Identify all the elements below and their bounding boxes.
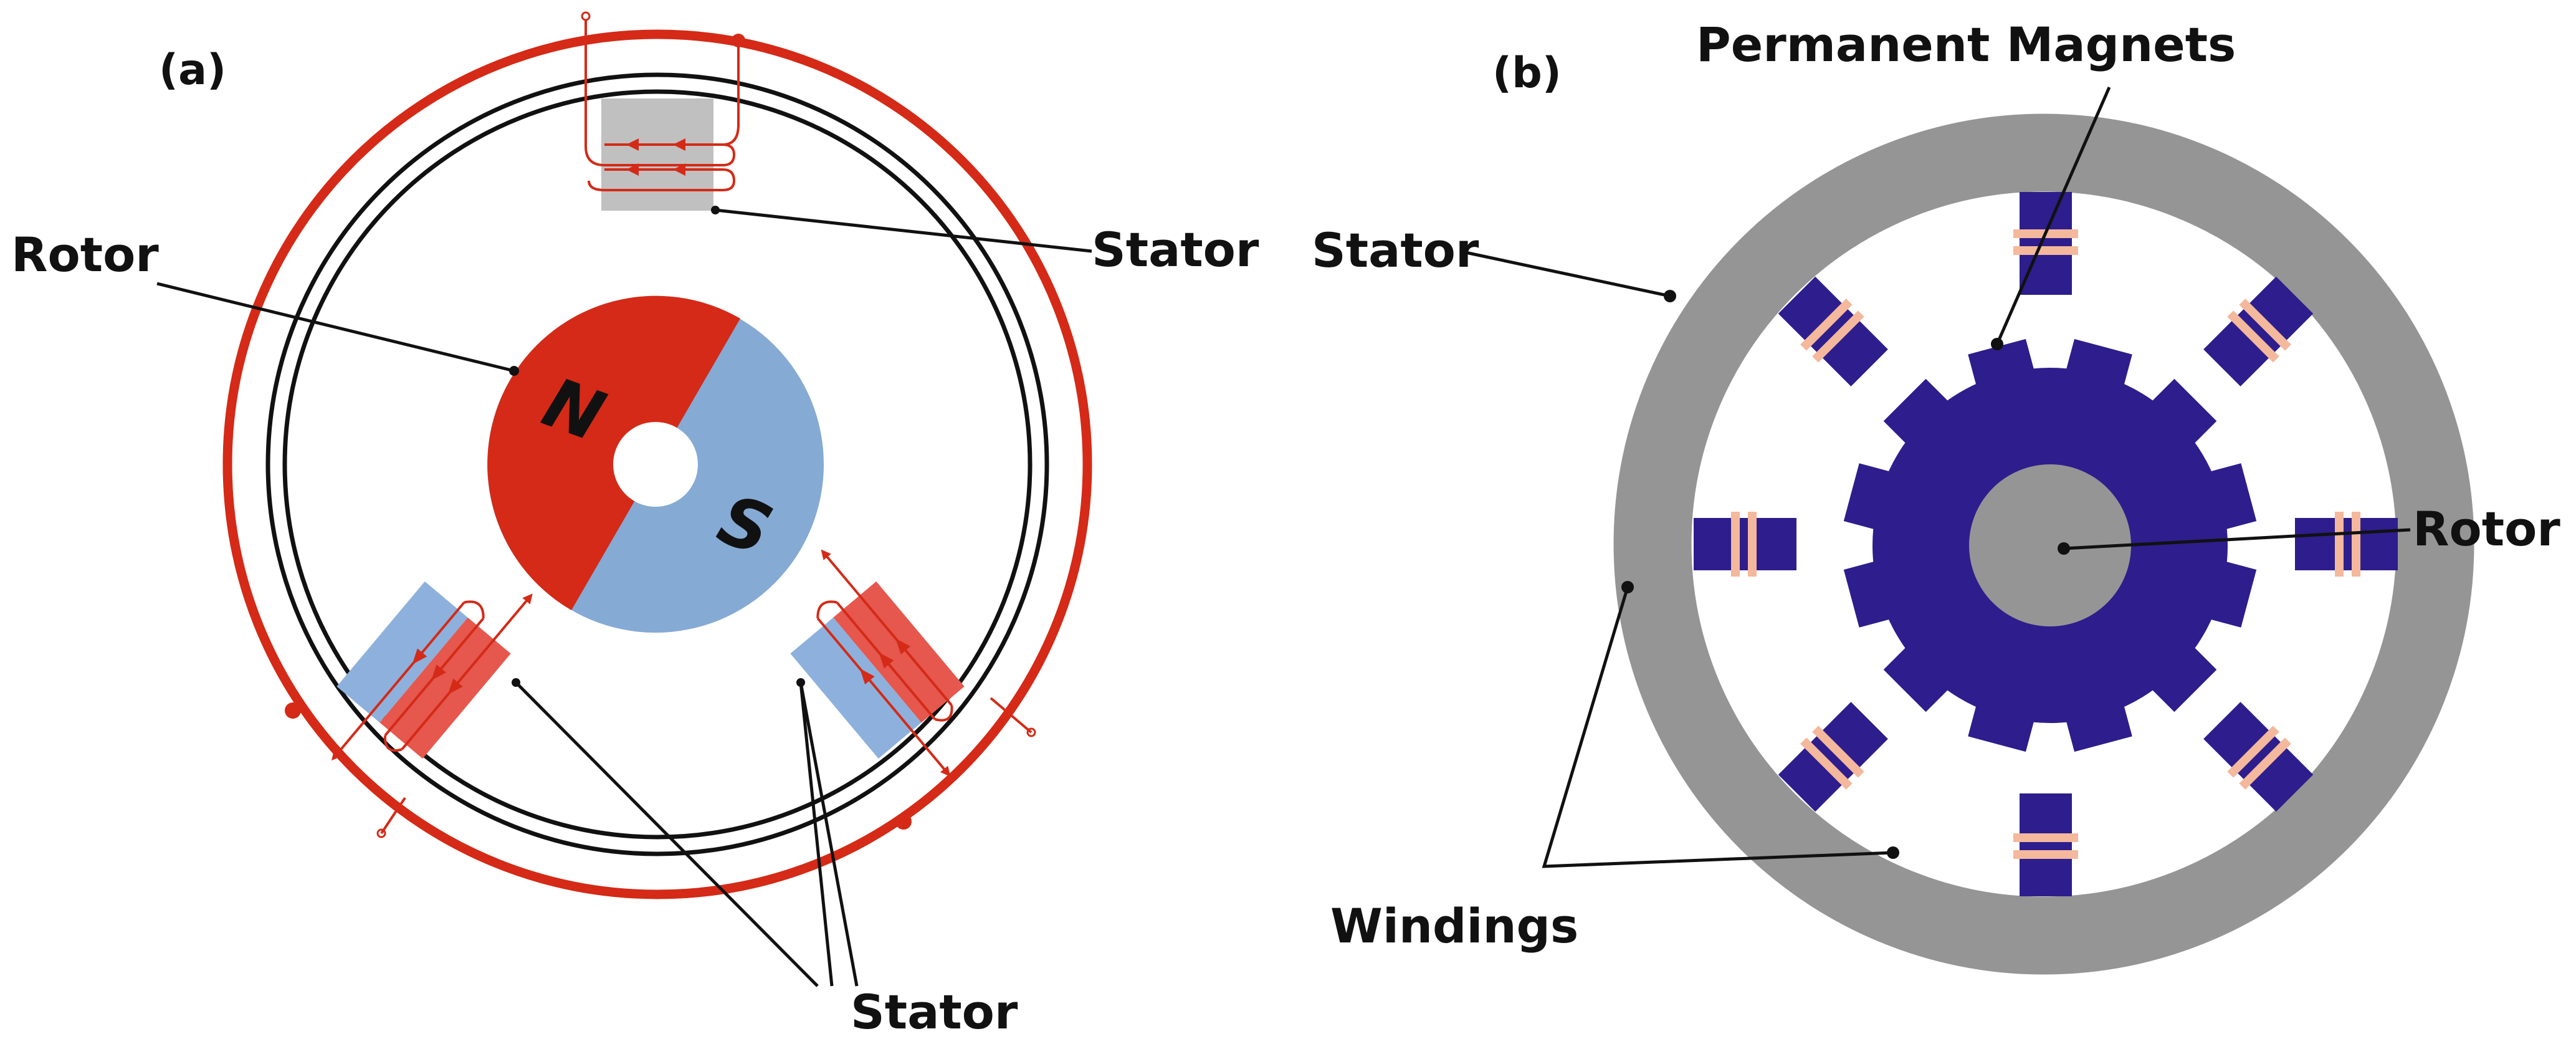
stator-tooth	[1778, 276, 1888, 386]
rotor-magnet-tooth	[2143, 638, 2217, 712]
stator-teeth	[1694, 192, 2398, 896]
rotor-label-a: Rotor	[11, 227, 159, 282]
permanent-magnets-label: Permanent Magnets	[1696, 17, 2236, 72]
supply-ring	[222, 29, 1092, 899]
rotor-north-half	[487, 295, 740, 610]
stator-tooth	[2295, 512, 2398, 577]
stator-tooth	[2203, 702, 2314, 812]
panel-a-tag: (a)	[159, 46, 226, 95]
rotor-bore	[613, 422, 698, 507]
stator-tooth	[1694, 512, 1796, 577]
stator-pole-lower-right	[790, 549, 965, 777]
stator-tooth	[2013, 192, 2078, 295]
terminal-dot	[285, 702, 301, 719]
stator-tooth	[2203, 276, 2314, 386]
terminal-dot	[895, 813, 912, 830]
terminal-dot	[732, 34, 745, 47]
leader-lines-a	[156, 208, 1092, 987]
motor-housing	[1613, 113, 2474, 975]
stator-tooth	[1778, 702, 1888, 812]
stator-label-b: Stator	[1312, 223, 1479, 278]
panel-b: (b) Permanent Magnets Stator Rotor Windi…	[1312, 17, 2560, 975]
rotor-b	[1843, 338, 2257, 752]
stator-frame-inner	[282, 89, 1033, 840]
windings-label: Windings	[1330, 898, 1578, 954]
stator-label-a-top: Stator	[1092, 222, 1259, 277]
stator-pole-top	[581, 11, 740, 211]
rotor-a: N S	[487, 295, 824, 633]
stator-tooth	[2013, 793, 2078, 896]
stator-label-a-bottom: Stator	[851, 984, 1018, 1040]
panel-b-tag: (b)	[1492, 49, 1562, 98]
rotor-magnet-tooth	[2143, 378, 2217, 453]
rotor-magnet-tooth	[1883, 378, 1957, 453]
stator-frame-outer	[265, 72, 1049, 856]
rotor-magnet-tooth	[1883, 638, 1957, 712]
stator-pole-lower-left	[332, 581, 533, 761]
leader-lines-b	[1465, 86, 2411, 868]
rotor-label-b: Rotor	[2413, 501, 2560, 557]
rotor-shaft	[1969, 464, 2131, 626]
panel-a: N S (a) Rotor Stator Stator	[11, 11, 1259, 1040]
